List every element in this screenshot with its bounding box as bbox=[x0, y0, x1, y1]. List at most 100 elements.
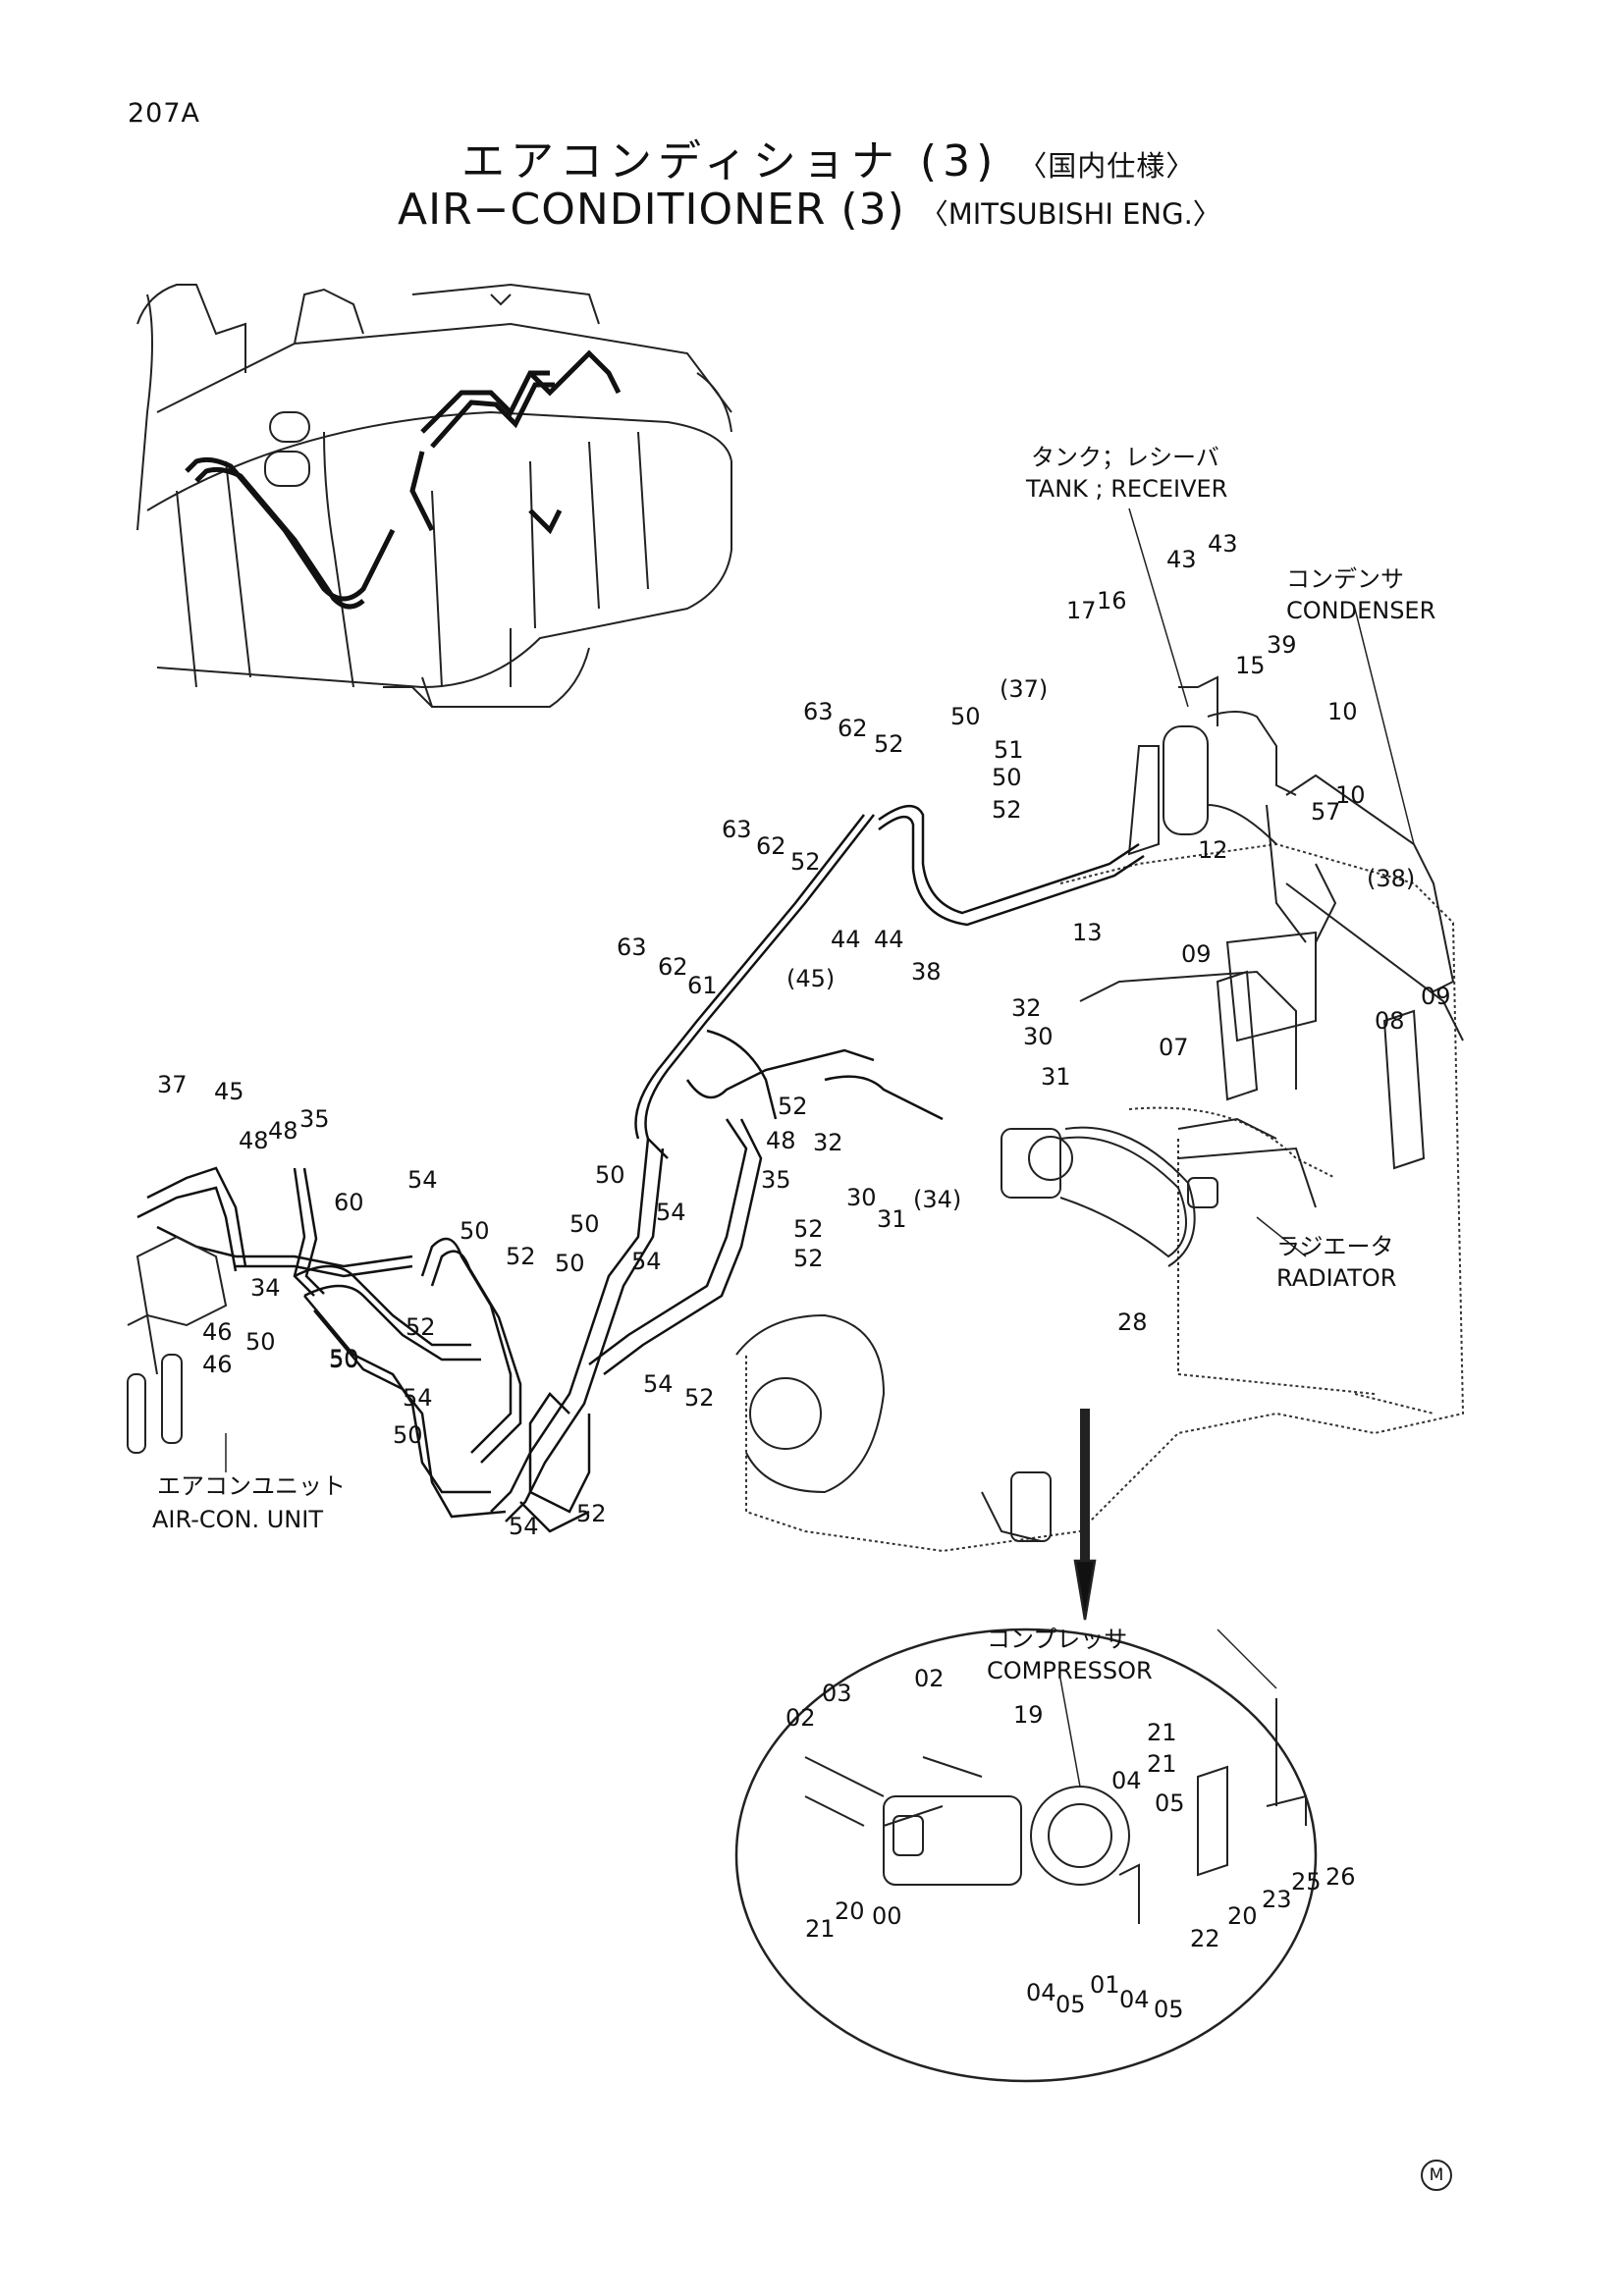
part-label: 13 bbox=[1072, 919, 1103, 946]
part-label: 10 bbox=[1327, 698, 1358, 725]
title-en-sub: 〈MITSUBISHI ENG.〉 bbox=[919, 197, 1221, 231]
part-label: 51 bbox=[994, 736, 1024, 764]
part-label: 54 bbox=[643, 1370, 674, 1398]
part-label: 17 bbox=[1066, 597, 1097, 624]
captions: タンク；レシーバ TANK ; RECEIVER コンデンサ CONDENSER… bbox=[152, 444, 1435, 1684]
part-label: 45 bbox=[214, 1078, 244, 1105]
part-label: (34) bbox=[913, 1186, 961, 1213]
part-label: 04 bbox=[1026, 1979, 1056, 2006]
part-label: 12 bbox=[1198, 836, 1228, 864]
part-label: 21 bbox=[1147, 1750, 1177, 1778]
part-label: 09 bbox=[1181, 940, 1212, 968]
part-label: 52 bbox=[778, 1093, 808, 1120]
part-label: 31 bbox=[877, 1205, 907, 1233]
part-label: 54 bbox=[403, 1384, 433, 1412]
part-label: 37 bbox=[157, 1071, 188, 1098]
part-label: 20 bbox=[1227, 1902, 1258, 1930]
part-label: 50 bbox=[393, 1421, 423, 1449]
bracket-07 bbox=[1216, 970, 1259, 1101]
caption-compressor-jp: コンプレッサ bbox=[987, 1626, 1127, 1653]
part-label: 63 bbox=[722, 816, 752, 843]
part-label: 21 bbox=[1147, 1719, 1177, 1746]
part-label: 35 bbox=[299, 1105, 330, 1133]
part-label: 54 bbox=[631, 1248, 662, 1275]
part-label: 02 bbox=[914, 1665, 945, 1692]
title-jp-main: エアコンディショナ (3) bbox=[461, 136, 1000, 187]
title-english: AIR−CONDITIONER (3) 〈MITSUBISHI ENG.〉 bbox=[398, 185, 1221, 235]
part-label: 50 bbox=[595, 1161, 625, 1189]
part-label: 57 bbox=[1311, 798, 1341, 826]
compressor-on-engine bbox=[1001, 1126, 1196, 1267]
part-label: 22 bbox=[1190, 1925, 1220, 1952]
part-label: 52 bbox=[793, 1215, 824, 1243]
caption-aircon-unit-en: AIR-CON. UNIT bbox=[152, 1506, 323, 1533]
caption-aircon-unit-jp: エアコンユニット bbox=[157, 1472, 346, 1500]
part-label: 26 bbox=[1325, 1863, 1356, 1891]
part-label: 48 bbox=[239, 1127, 269, 1154]
part-label: 30 bbox=[1023, 1023, 1054, 1050]
part-label: 16 bbox=[1097, 587, 1127, 614]
part-label: 61 bbox=[687, 972, 718, 999]
part-label: 00 bbox=[872, 1902, 902, 1930]
part-label: 52 bbox=[790, 848, 821, 876]
part-label: 62 bbox=[756, 832, 786, 860]
part-label: 52 bbox=[506, 1243, 536, 1270]
part-label: 48 bbox=[766, 1127, 796, 1154]
part-label: 52 bbox=[992, 796, 1022, 824]
part-label: 62 bbox=[838, 715, 868, 742]
tank-receiver bbox=[1127, 675, 1297, 856]
caption-compressor-en: COMPRESSOR bbox=[987, 1657, 1153, 1684]
part-label: 52 bbox=[793, 1245, 824, 1272]
part-label: 50 bbox=[329, 1345, 359, 1372]
caption-condenser-jp: コンデンサ bbox=[1286, 565, 1404, 593]
part-label: 01 bbox=[1090, 1971, 1120, 1999]
part-label: 54 bbox=[509, 1513, 539, 1540]
part-label: 07 bbox=[1159, 1034, 1189, 1061]
part-label: 43 bbox=[1208, 530, 1238, 558]
part-label: 52 bbox=[684, 1384, 715, 1412]
title-jp-sub: 〈国内仕様〉 bbox=[1018, 149, 1196, 183]
leader-lines bbox=[225, 507, 1415, 1788]
caption-tank-receiver-jp: タンク；レシーバ bbox=[1031, 444, 1219, 471]
part-label: 54 bbox=[407, 1166, 438, 1194]
part-number-labels: 43 43 17 16 (37) 50 15 39 10 63 62 52 51… bbox=[157, 530, 1451, 2023]
part-label: 50 bbox=[950, 703, 981, 730]
corner-mark: M bbox=[1421, 2160, 1452, 2191]
part-label: 31 bbox=[1041, 1063, 1071, 1091]
caption-radiator-en: RADIATOR bbox=[1276, 1264, 1396, 1292]
part-label: 38 bbox=[911, 958, 942, 986]
part-label: 46 bbox=[202, 1351, 233, 1378]
part-label: 44 bbox=[831, 926, 861, 953]
aircon-unit bbox=[127, 1235, 228, 1454]
part-label: 19 bbox=[1013, 1701, 1044, 1729]
part-label: 23 bbox=[1262, 1886, 1292, 1913]
part-label: 28 bbox=[1117, 1308, 1148, 1336]
engine-outline bbox=[745, 842, 1465, 1553]
part-label: 15 bbox=[1235, 652, 1266, 679]
part-label: 54 bbox=[656, 1199, 686, 1226]
part-label: 46 bbox=[202, 1318, 233, 1346]
part-label: (45) bbox=[786, 965, 835, 992]
part-label: 62 bbox=[658, 953, 688, 981]
part-label: 32 bbox=[813, 1129, 843, 1156]
part-label: 25 bbox=[1291, 1868, 1322, 1896]
part-label: 50 bbox=[992, 764, 1022, 791]
part-label: 48 bbox=[268, 1117, 298, 1145]
part-label: 52 bbox=[576, 1500, 607, 1527]
part-label: 50 bbox=[569, 1210, 600, 1238]
part-label: 50 bbox=[460, 1217, 490, 1245]
refrigerant-pipes bbox=[136, 805, 1145, 1533]
part-label: 05 bbox=[1155, 1789, 1185, 1817]
part-label: 20 bbox=[835, 1897, 865, 1925]
part-label: 05 bbox=[1154, 1996, 1184, 2023]
title-japanese: エアコンディショナ (3) 〈国内仕様〉 bbox=[461, 126, 1195, 188]
caption-condenser-en: CONDENSER bbox=[1286, 597, 1435, 624]
part-label: 50 bbox=[245, 1328, 276, 1356]
part-label: 52 bbox=[874, 730, 904, 758]
part-label: 03 bbox=[822, 1680, 852, 1707]
part-label: 04 bbox=[1111, 1767, 1142, 1794]
part-label: 10 bbox=[1335, 781, 1366, 809]
part-label: 09 bbox=[1421, 983, 1451, 1010]
excavator-pipes bbox=[185, 349, 622, 610]
